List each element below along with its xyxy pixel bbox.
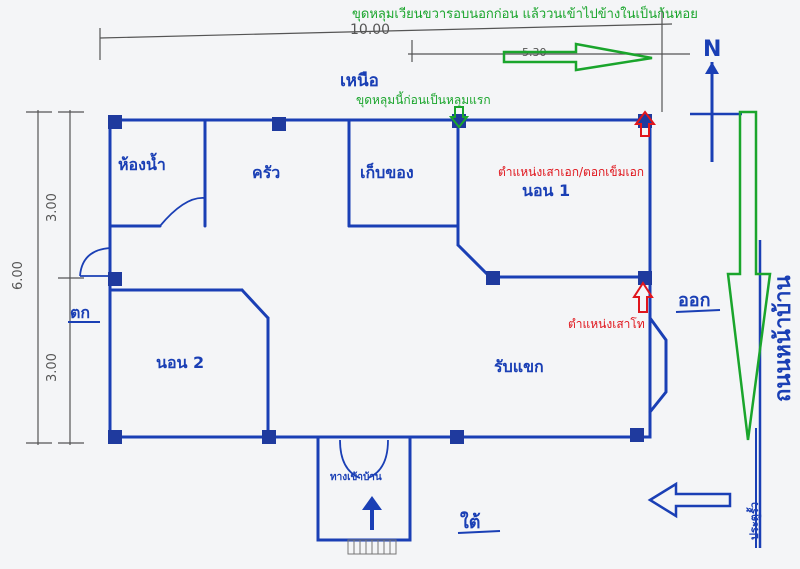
door-swings [79,197,389,479]
entrance-door-left [339,439,361,479]
room-label-bedroom2: นอน 2 [156,353,204,372]
post [638,271,652,285]
south-underline [457,530,501,534]
room-label-entrance: ทางเข้าบ้าน [330,471,382,483]
direction-west-label: ตก [70,303,90,322]
room-label-kitchen: ครัว [252,163,280,182]
post [108,430,122,444]
entrance-arrow [362,496,382,530]
second-post-arrow-icon [632,281,654,313]
post [262,430,276,444]
room-label-living: รับแขก [494,357,544,376]
entrance-steps [347,539,397,555]
lower-depth-label: 3.00 [45,353,60,382]
entrance-porch [316,435,412,542]
room-label-bedroom1: นอน 1 [522,181,570,200]
room-label-storage: เก็บของ [360,161,414,182]
first-hole-arrow-icon [448,106,470,129]
west-door-swing [79,247,111,277]
gate-arrow-icon [647,481,732,519]
post [450,430,464,444]
north-compass: N [690,37,742,162]
direction-east-label: ออก [678,290,711,311]
left-dimension-lines [26,110,84,445]
upper-depth-label: 3.00 [45,193,60,222]
top-dimension-lines [99,10,690,112]
bathroom-door-swing [159,197,206,227]
post [108,115,122,129]
room-label-bathroom: ห้องน้ำ [118,152,166,174]
overall-width-label: 10.00 [350,22,390,38]
second-post-note: ตำแหน่งเสาโท [568,317,645,331]
bedroom1-corner-wall [456,243,492,279]
post [486,271,500,285]
post [272,117,286,131]
compass-arrowhead-icon [705,62,719,74]
road-label: ถนนหน้าบ้าน [771,275,796,402]
first-hole-note: ขุดหลุมนี้ก่อนเป็นหลุมแรก [356,91,491,108]
entrance-door-right [367,439,389,479]
bedroom2-corner-wall [240,288,270,320]
main-post-arrow-icon [634,110,656,137]
main-post-note: ตำแหน่งเสาเอก/ตอกเข็มเอก [498,164,644,179]
dig-order-note: ขุดหลุมเวียนขวารอบนอกก่อน แล้ววนเข้าไปข้… [352,4,698,22]
front-road: ถนนหน้าบ้าน ประตูรั้ว [746,240,796,548]
direction-south-label: ใต้ [460,511,480,533]
dig-direction-arrow-right [726,110,772,441]
gate-label: ประตูรั้ว [746,502,762,540]
east-bay-window [648,316,668,414]
direction-north-label: เหนือ [340,70,379,91]
east-underline [675,309,721,313]
dig-direction-arrow-top [502,42,653,72]
post [108,272,122,286]
compass-north-letter: N [703,37,721,62]
post [630,428,644,442]
overall-depth-label: 6.00 [11,261,26,290]
